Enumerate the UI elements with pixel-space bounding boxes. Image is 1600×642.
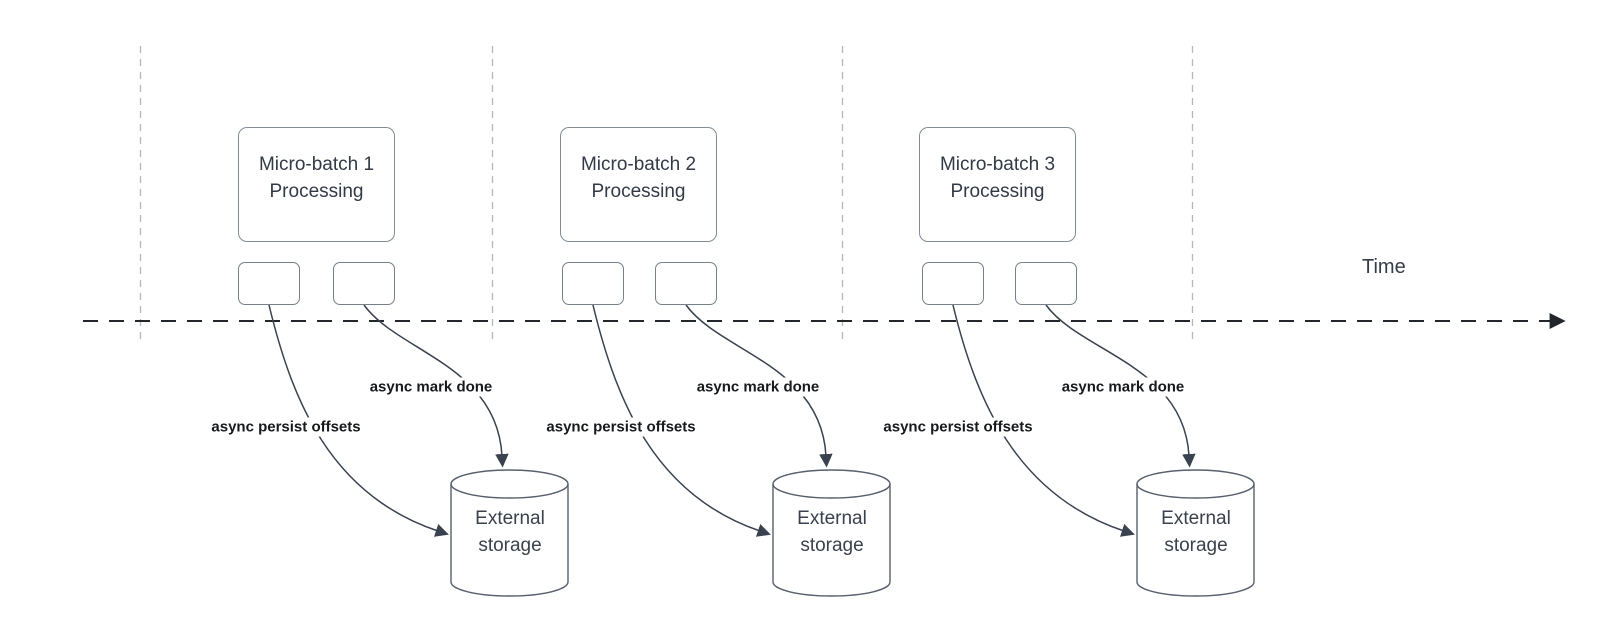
micro-batch-2-task-box-right — [655, 262, 717, 305]
mark-done-label-1: async mark done — [365, 377, 497, 397]
micro-batch-3-task-box-right — [1015, 262, 1077, 305]
persist-offsets-label-1: async persist offsets — [207, 417, 365, 437]
mark-done-arrow-1 — [363, 304, 509, 468]
persist-offsets-arrow-2 — [592, 304, 771, 537]
micro-batch-2-processing-box: Micro-batch 2 Processing — [560, 127, 717, 242]
mark-done-label-3: async mark done — [1057, 377, 1189, 397]
external-storage-label-1: External storage — [475, 508, 545, 556]
external-storage-cylinder-3 — [1136, 469, 1255, 597]
persist-offsets-label-3: async persist offsets — [879, 417, 1037, 437]
micro-batch-2-processing-label: Micro-batch 2 Processing — [580, 153, 697, 202]
time-axis-label: Time — [1362, 256, 1406, 278]
external-storage-cylinder-1 — [450, 469, 569, 597]
external-storage-label-2: External storage — [797, 508, 867, 556]
micro-batch-3-task-box-left — [922, 262, 984, 305]
persist-offsets-arrow-3 — [952, 304, 1135, 537]
micro-batch-3-processing-label: Micro-batch 3 Processing — [939, 153, 1056, 202]
mark-done-arrow-3 — [1045, 304, 1196, 468]
external-storage-label-3: External storage — [1161, 508, 1231, 556]
micro-batch-1-task-box-right — [333, 262, 395, 305]
micro-batch-1-processing-box: Micro-batch 1 Processing — [238, 127, 395, 242]
mark-done-arrow-2 — [685, 304, 833, 468]
mark-done-label-2: async mark done — [692, 377, 824, 397]
micro-batch-2-task-box-left — [562, 262, 624, 305]
persist-offsets-label-2: async persist offsets — [542, 417, 700, 437]
external-storage-cylinder-2 — [772, 469, 891, 597]
micro-batch-1-processing-label: Micro-batch 1 Processing — [258, 153, 375, 202]
micro-batch-1-task-box-left — [238, 262, 300, 305]
persist-offsets-arrow-1 — [268, 304, 449, 537]
micro-batch-3-processing-box: Micro-batch 3 Processing — [919, 127, 1076, 242]
